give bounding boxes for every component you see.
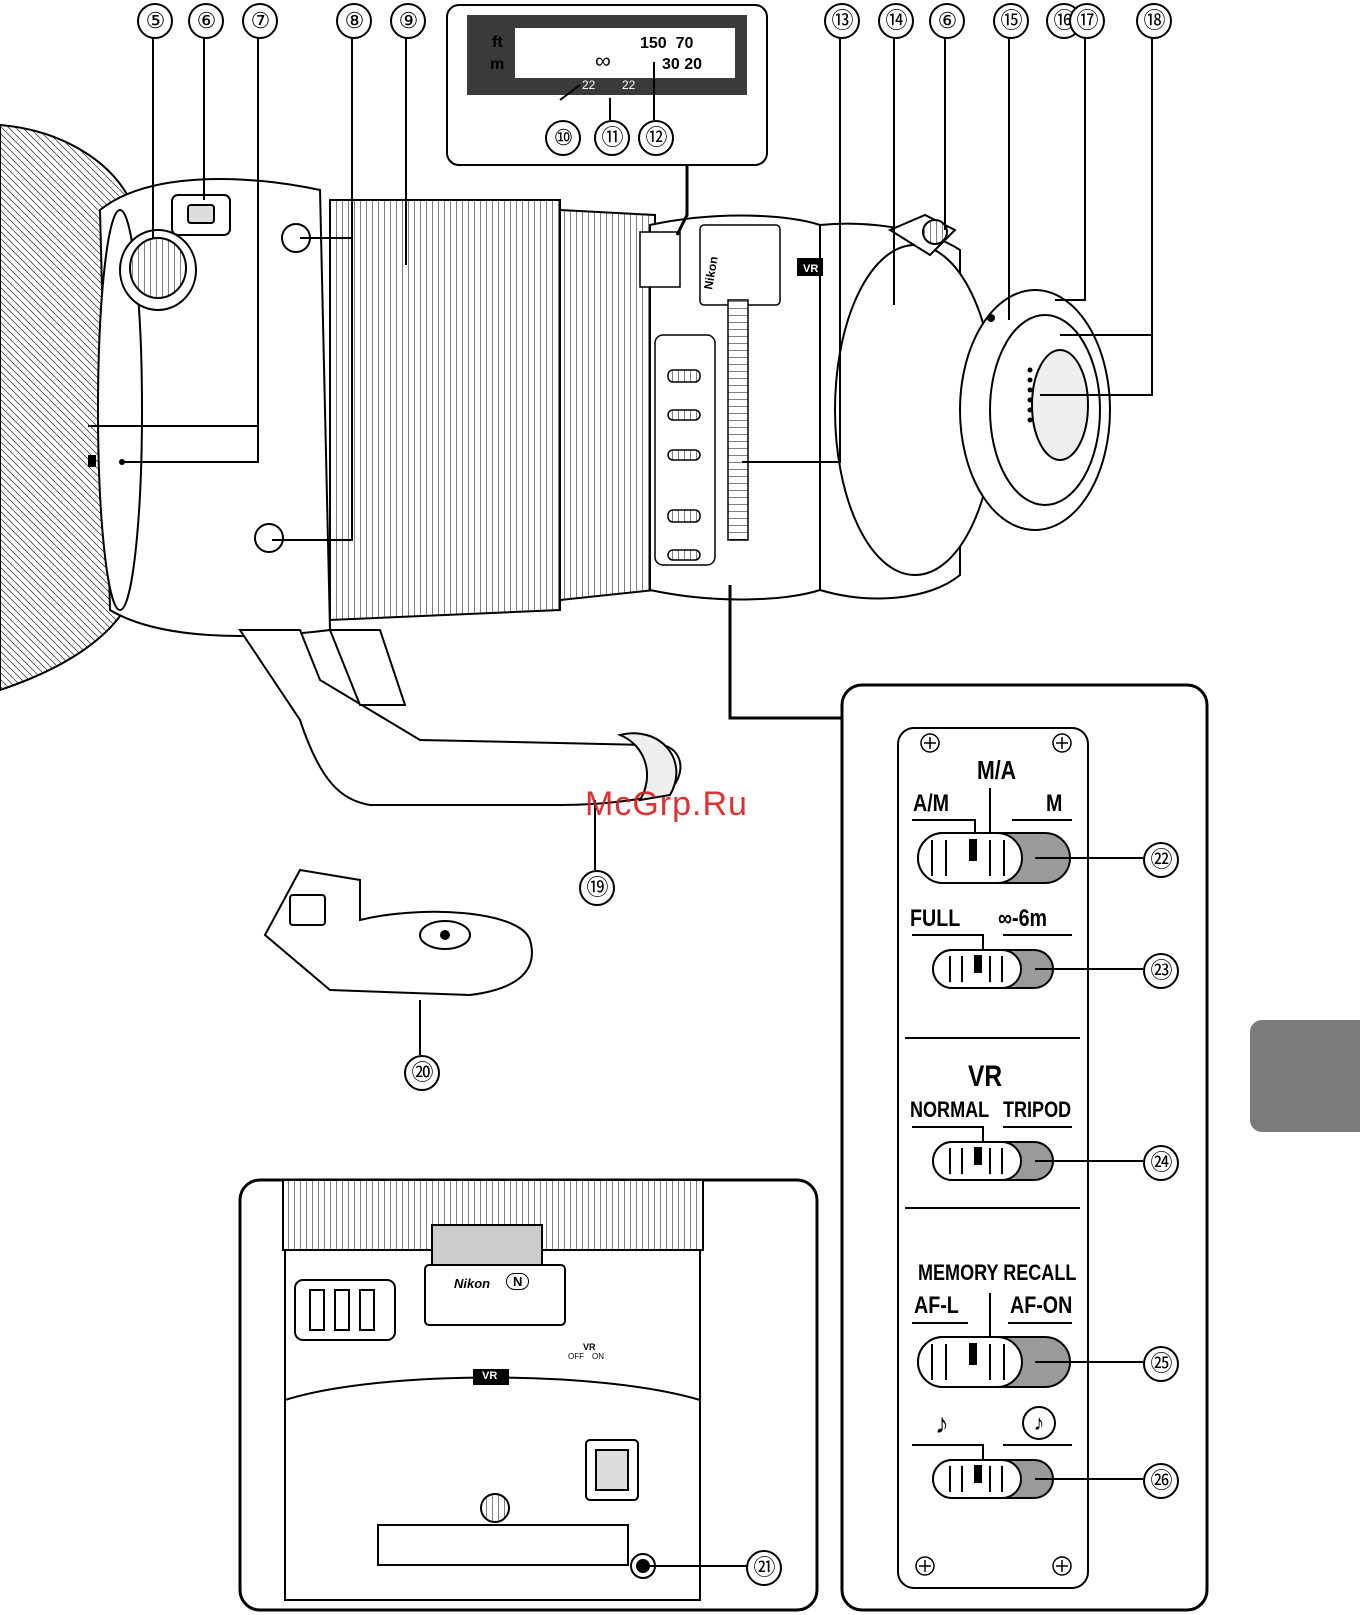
- focus-ring: [330, 200, 560, 620]
- distance-ft-values: 150 70: [640, 35, 693, 53]
- beep-on-icon: ♪: [935, 1408, 949, 1440]
- watermark: McGrp.Ru: [585, 785, 748, 824]
- callout-21: ㉑: [746, 1550, 782, 1586]
- limit-6m-label: ∞-6m: [998, 905, 1047, 933]
- distance-unit-ft: ft: [492, 34, 503, 52]
- tripod-foot: [240, 630, 680, 805]
- strap-eyelet-top: [172, 195, 230, 235]
- vr-switch-title-inset: VR: [583, 1342, 596, 1352]
- memory-afon-label: AF-ON: [1010, 1292, 1072, 1320]
- focus-mode-m-label: M: [1046, 790, 1062, 818]
- section-tab: [1250, 1020, 1360, 1132]
- focus-mode-ma-label: M/A: [977, 755, 1016, 786]
- callout-13: ⑬: [824, 3, 860, 39]
- memory-afl-label: AF-L: [914, 1292, 959, 1320]
- callout-19: ⑲: [579, 870, 615, 906]
- barrel-switch-column: [655, 335, 715, 565]
- callout-17: ⑰: [1069, 3, 1105, 39]
- rear-closeup: [283, 1180, 760, 1600]
- callout-20: ⑳: [404, 1055, 440, 1091]
- callout-23: ㉓: [1143, 953, 1179, 989]
- infinity-mark: ∞: [595, 48, 611, 74]
- callout-8: ⑧: [336, 3, 372, 39]
- callout-11: ⑪: [594, 120, 630, 156]
- callout-22: ㉒: [1143, 842, 1179, 878]
- callout-18: ⑱: [1136, 3, 1172, 39]
- callout-5: ⑤: [137, 3, 173, 39]
- limit-full-label: FULL: [910, 905, 960, 933]
- dof-left-22: 22: [582, 78, 595, 92]
- distance-window-small: [640, 232, 680, 287]
- vr-on-inset: ON: [592, 1352, 604, 1361]
- callout-12: ⑫: [638, 120, 674, 156]
- callout-14: ⑭: [878, 3, 914, 39]
- distance-unit-m: m: [490, 56, 504, 74]
- callout-9: ⑨: [390, 3, 426, 39]
- callout-6-top-right: ⑥: [929, 3, 965, 39]
- focus-ring-rear: [728, 300, 748, 540]
- bayonet-mount: [960, 290, 1110, 530]
- callout-25: ㉕: [1143, 1346, 1179, 1382]
- distance-m-values: 30 20: [662, 56, 702, 74]
- n-mark: N: [506, 1273, 529, 1290]
- focus-mode-am-label: A/M: [913, 790, 949, 818]
- collar-locking-knob: [120, 230, 196, 310]
- callout-10: ⑩: [545, 120, 581, 156]
- mount-index: [987, 314, 995, 322]
- dof-right-22: 22: [622, 78, 635, 92]
- memory-recall-label: MEMORY RECALL: [918, 1260, 1076, 1286]
- callout-6-top-left: ⑥: [188, 3, 224, 39]
- vr-badge: VR: [803, 263, 818, 275]
- beep-off-icon: ♪: [1022, 1406, 1056, 1440]
- spare-foot: [265, 870, 532, 995]
- callout-26: ㉖: [1143, 1463, 1179, 1499]
- callout-24: ㉔: [1143, 1145, 1179, 1181]
- callout-15: ⑮: [993, 3, 1029, 39]
- vr-normal-label: NORMAL: [910, 1097, 989, 1123]
- brand-label-inset: Nikon: [454, 1276, 490, 1291]
- callout-7: ⑦: [242, 3, 278, 39]
- vr-off-inset: OFF: [568, 1352, 584, 1361]
- lock-screw: [923, 220, 947, 244]
- vr-title-label: VR: [968, 1060, 1002, 1094]
- mounting-hole-lower: [255, 524, 283, 552]
- vr-label-inset: VR: [482, 1370, 497, 1382]
- vr-tripod-label: TRIPOD: [1003, 1097, 1071, 1123]
